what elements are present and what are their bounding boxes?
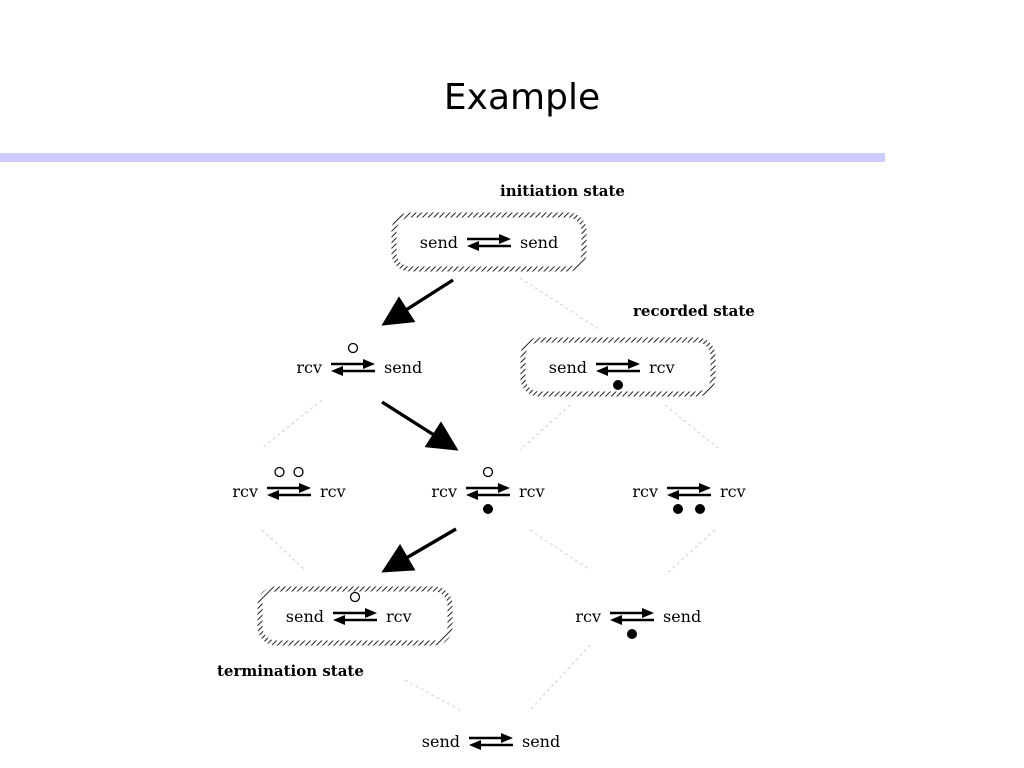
filled-marker-icon	[613, 380, 623, 390]
edge-s1-s3	[261, 399, 323, 449]
state-s4: rcv rcv	[431, 466, 545, 514]
filled-marker-icon	[673, 504, 683, 514]
slide-title: Example	[443, 77, 601, 118]
filled-marker-icon	[483, 504, 493, 514]
filled-marker-icon	[695, 504, 705, 514]
channel-arrows	[667, 483, 711, 500]
state-label-right: rcv	[720, 482, 746, 501]
state-s7: rcv send	[575, 607, 701, 639]
arrow-s1-s4	[381, 400, 459, 451]
bold-path	[381, 278, 459, 573]
state-label-right: rcv	[519, 482, 545, 501]
state-label-left: send	[286, 607, 324, 626]
state-label-left: rcv	[232, 482, 258, 501]
open-marker-icon	[347, 342, 359, 354]
channel-arrows	[267, 483, 311, 500]
state-highlight-box	[257, 586, 453, 646]
edge-s7-s8	[529, 644, 591, 711]
title-divider	[0, 153, 885, 162]
edge-s5-s7	[664, 529, 716, 576]
state-label-left: send	[422, 732, 460, 751]
edge-s2-s4	[519, 404, 571, 451]
state-s5: rcv rcv	[632, 482, 746, 514]
state-s3: rcv rcv	[232, 466, 346, 501]
channel-arrows	[466, 483, 510, 500]
faint-edges	[261, 277, 719, 711]
edge-s2-s5	[664, 404, 719, 449]
state-label-left: rcv	[575, 607, 601, 626]
state-label-right: rcv	[320, 482, 346, 501]
state-s8: send send	[422, 732, 560, 751]
arrow-s0-s1	[381, 278, 454, 326]
open-marker-icon	[293, 466, 304, 478]
state-label-left: send	[420, 233, 458, 252]
state-label-right: rcv	[649, 358, 675, 377]
state-s2: send rcv	[520, 337, 716, 397]
state-label-left: send	[549, 358, 587, 377]
edge-s0-s2	[519, 277, 601, 331]
edge-s4-s7	[529, 529, 591, 571]
state-label-right: send	[520, 233, 558, 252]
edge-s3-s6	[261, 529, 306, 571]
state-label-right: send	[663, 607, 701, 626]
state-highlight-box	[391, 212, 587, 272]
arrow-s4-s6	[381, 527, 457, 573]
state-label-right: rcv	[386, 607, 412, 626]
caption-recorded-state: recorded state	[633, 302, 755, 320]
state-highlight-box	[520, 337, 716, 397]
channel-arrows	[596, 359, 640, 376]
state-label-right: send	[522, 732, 560, 751]
channel-arrows	[467, 234, 511, 251]
state-label-left: rcv	[632, 482, 658, 501]
open-marker-icon	[349, 591, 361, 603]
edge-s6-s8	[404, 679, 461, 711]
open-marker-icon	[482, 466, 494, 478]
channel-arrows	[331, 359, 375, 376]
state-s6: send rcv	[257, 586, 453, 646]
caption-initiation-state: initiation state	[500, 182, 625, 200]
channel-arrows	[469, 733, 513, 750]
state-label-right: send	[384, 358, 422, 377]
state-label-left: rcv	[296, 358, 322, 377]
filled-marker-icon	[627, 629, 637, 639]
state-s0: send send	[391, 212, 587, 272]
caption-termination-state: termination state	[217, 662, 364, 680]
state-label-left: rcv	[431, 482, 457, 501]
state-s1: rcv send	[296, 342, 422, 377]
channel-arrows	[610, 608, 654, 625]
channel-arrows	[333, 608, 377, 625]
open-marker-icon	[274, 466, 285, 478]
